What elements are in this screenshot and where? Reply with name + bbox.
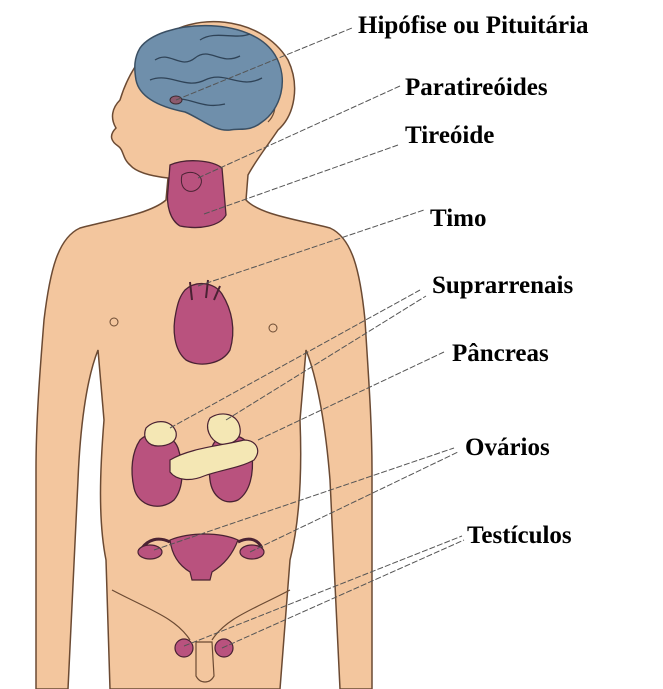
label-timo: Timo	[430, 206, 487, 231]
label-paratireoides: Paratireóides	[405, 75, 548, 100]
label-hipofise: Hipófise ou Pituitária	[358, 13, 589, 38]
left-adrenal	[145, 422, 177, 446]
left-testicle	[175, 639, 193, 657]
right-testicle	[215, 639, 233, 657]
label-testiculos: Testículos	[467, 523, 572, 548]
label-tireoide: Tireóide	[405, 123, 494, 148]
penis	[196, 642, 214, 682]
left-ovary	[138, 545, 162, 559]
label-pancreas: Pâncreas	[452, 341, 549, 366]
label-ovarios: Ovários	[465, 435, 550, 460]
label-suprarrenais: Suprarrenais	[432, 273, 573, 298]
thyroid-gland	[168, 161, 227, 228]
